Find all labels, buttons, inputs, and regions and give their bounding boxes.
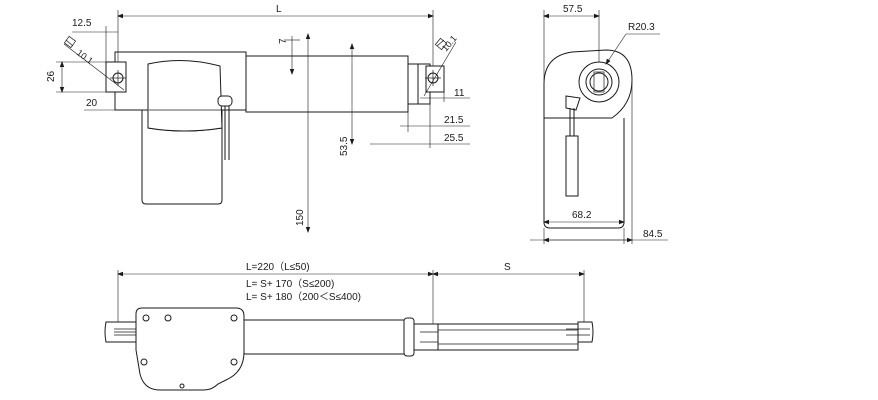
side-cable-gland <box>565 95 581 111</box>
bottom-outer-tube <box>243 319 409 355</box>
inner-rod <box>407 63 419 105</box>
dim-r20-3-leader <box>605 33 627 65</box>
bottom-front-clevis <box>577 321 594 343</box>
dim-20-label: 20 <box>86 98 98 109</box>
hole-left-leader <box>63 43 125 91</box>
hole-right-label: 10.1 <box>440 33 459 53</box>
dim-84-5-label: 84.5 <box>643 229 663 240</box>
formula-2: L= S+ 180（200＜S≤400) <box>246 291 361 303</box>
bottom-view: L=220（L≤50) S L= S+ 170（S≤200) L= S+ 180… <box>104 261 594 391</box>
dim-l220-label: L=220（L≤50) <box>246 261 310 273</box>
cable-gland <box>217 95 233 107</box>
bottom-screw-6 <box>179 383 185 389</box>
hole-right-symbol-diag <box>436 39 445 47</box>
hole-left-symbol-box <box>63 35 77 49</box>
rear-clevis <box>105 61 127 93</box>
side-view: 57.5 R20.3 68.2 84.5 <box>530 4 668 244</box>
motor-cap-overlay <box>147 59 223 132</box>
bottom-screw-3 <box>230 314 238 322</box>
dim-53-5-label: 53.5 <box>339 136 350 156</box>
side-cable-boot <box>565 135 579 197</box>
bottom-gearbox <box>135 307 245 391</box>
front-view: L 12.5 26 20 10.1 7 53.5 150 10.1 <box>46 4 470 233</box>
side-tube-inner <box>585 68 613 96</box>
side-rod <box>589 72 609 92</box>
dim-21-5-label: 21.5 <box>444 115 464 126</box>
side-body <box>543 118 625 229</box>
hole-left-label: 10.1 <box>75 48 95 66</box>
dim-7-label: 7 <box>278 38 289 44</box>
dim-s-label: S <box>504 262 511 273</box>
bottom-inner-clevis <box>413 323 439 351</box>
bottom-tube-collar <box>403 317 415 357</box>
bottom-screw-5 <box>230 358 238 366</box>
hole-left-symbol-diag <box>65 39 74 47</box>
bottom-screw-1 <box>142 314 150 322</box>
dim-68-2-label: 68.2 <box>572 210 592 221</box>
dim-150-label: 150 <box>295 209 306 226</box>
hole-right-leader <box>423 41 457 97</box>
hole-right-symbol-box <box>434 37 448 51</box>
outer-tube <box>245 55 409 113</box>
dim-11-label: 11 <box>454 88 465 99</box>
side-rod-slot <box>593 71 605 93</box>
bottom-screw-2 <box>164 314 172 322</box>
bottom-screw-4 <box>140 358 148 366</box>
dim-25-5-label: 25.5 <box>444 133 464 144</box>
formula-1: L= S+ 170（S≤200) <box>246 278 334 290</box>
bottom-stroke-rod <box>437 323 579 351</box>
dim-r20-3-label: R20.3 <box>628 22 655 33</box>
dim-l-label: L <box>276 4 282 15</box>
dim-26-label: 26 <box>46 70 57 82</box>
dim-12-5-label: 12.5 <box>72 18 92 29</box>
dim-57-5-label: 57.5 <box>563 4 583 15</box>
